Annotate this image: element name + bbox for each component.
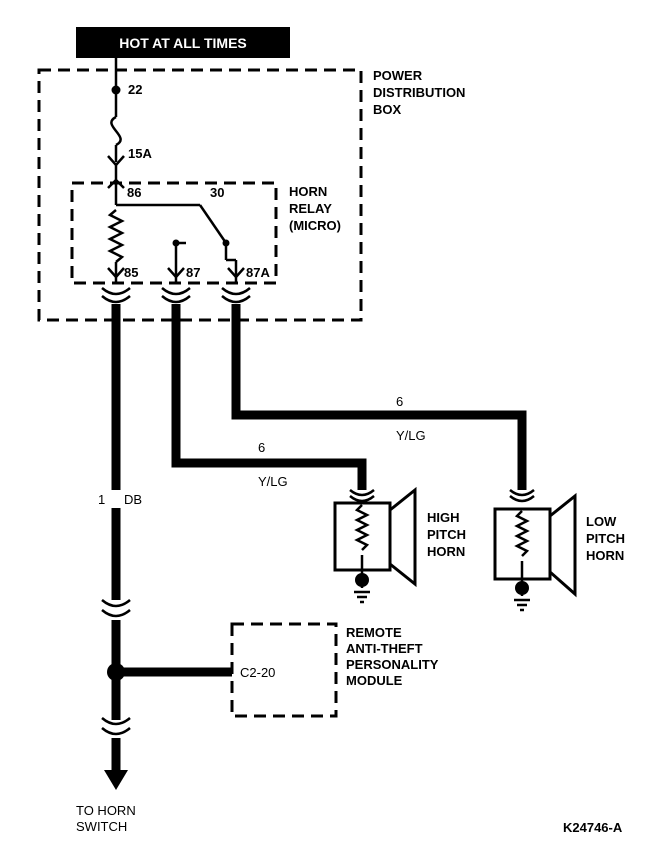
inline-connector xyxy=(101,599,131,618)
svg-text:PITCH: PITCH xyxy=(586,531,625,546)
banner-text: HOT AT ALL TIMES xyxy=(119,35,247,51)
pin-87a-label: 87A xyxy=(246,265,270,280)
splice-dot xyxy=(111,85,121,95)
pin-87-label: 87 xyxy=(186,265,200,280)
svg-text:TO HORN: TO HORN xyxy=(76,803,136,818)
module-pin-c2-20: C2-20 xyxy=(240,665,275,680)
horn-relay-label: HORN RELAY (MICRO) xyxy=(289,184,341,233)
low-pitch-horn xyxy=(493,489,577,612)
relay-coil xyxy=(107,209,125,263)
fuse-15a-label: 15A xyxy=(128,146,152,161)
svg-text:MODULE: MODULE xyxy=(346,673,403,688)
circuit-22-label: 22 xyxy=(128,82,142,97)
svg-text:HORN: HORN xyxy=(289,184,327,199)
to-horn-switch-arrow xyxy=(104,770,128,790)
relay-switch-arm xyxy=(198,204,228,244)
db-wire-size: 1 xyxy=(98,492,105,507)
high-horn-wire xyxy=(171,304,367,490)
svg-text:(MICRO): (MICRO) xyxy=(289,218,341,233)
svg-text:HORN: HORN xyxy=(586,548,624,563)
pdb-connectors xyxy=(101,287,251,304)
high-wire-color: Y/LG xyxy=(258,474,288,489)
switch-connector xyxy=(101,717,131,736)
high-wire-size: 6 xyxy=(258,440,265,455)
low-pitch-horn-label: LOW PITCH HORN xyxy=(586,514,625,563)
db-wire-color: DB xyxy=(124,492,142,507)
svg-text:ANTI-THEFT: ANTI-THEFT xyxy=(346,641,423,656)
svg-text:SWITCH: SWITCH xyxy=(76,819,127,834)
svg-text:REMOTE: REMOTE xyxy=(346,625,402,640)
pin-85-label: 85 xyxy=(124,265,138,280)
high-pitch-horn xyxy=(333,486,417,604)
low-horn-wire xyxy=(231,304,527,490)
power-distribution-box-outline xyxy=(37,68,363,322)
pin-30-label: 30 xyxy=(210,185,224,200)
to-horn-switch-label: TO HORN SWITCH xyxy=(76,803,136,834)
low-wire-color: Y/LG xyxy=(396,428,426,443)
svg-text:HORN: HORN xyxy=(427,544,465,559)
power-distribution-box-label: POWER DISTRIBUTION BOX xyxy=(373,68,465,117)
svg-text:RELAY: RELAY xyxy=(289,201,332,216)
figure-id: K24746-A xyxy=(563,820,623,835)
anti-theft-module-outline xyxy=(230,622,338,718)
svg-text:DISTRIBUTION: DISTRIBUTION xyxy=(373,85,465,100)
svg-text:LOW: LOW xyxy=(586,514,617,529)
anti-theft-module-label: REMOTE ANTI-THEFT PERSONALITY MODULE xyxy=(346,625,439,688)
svg-text:PITCH: PITCH xyxy=(427,527,466,542)
fuse-15a-symbol xyxy=(110,115,122,147)
svg-text:POWER: POWER xyxy=(373,68,423,83)
svg-text:BOX: BOX xyxy=(373,102,402,117)
svg-text:PERSONALITY: PERSONALITY xyxy=(346,657,439,672)
hot-at-all-times-banner: HOT AT ALL TIMES xyxy=(76,27,290,58)
low-wire-size: 6 xyxy=(396,394,403,409)
high-pitch-horn-label: HIGH PITCH HORN xyxy=(427,510,466,559)
svg-text:HIGH: HIGH xyxy=(427,510,460,525)
pin-86-label: 86 xyxy=(127,185,141,200)
horn-relay-outline xyxy=(70,181,278,285)
